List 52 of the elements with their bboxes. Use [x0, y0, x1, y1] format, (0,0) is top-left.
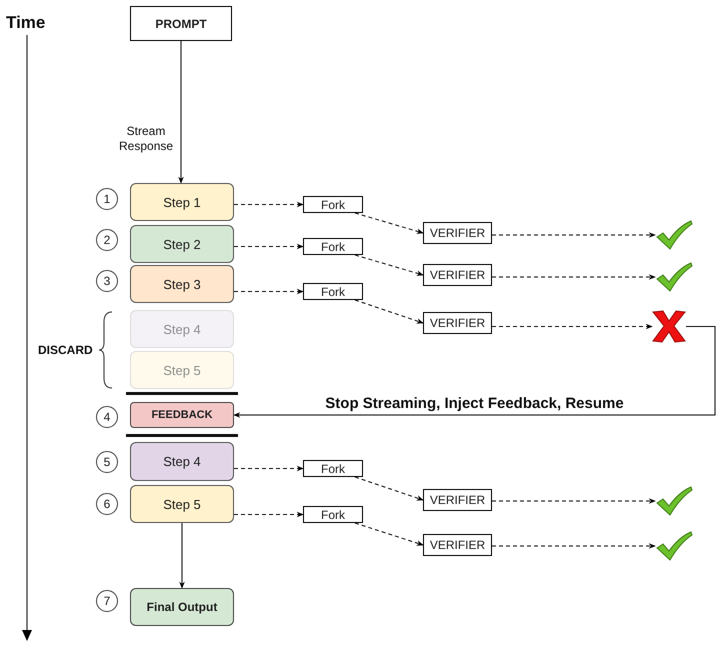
arrow — [233, 326, 716, 418]
step-number: 4 — [96, 406, 118, 428]
fork-box: Fork — [303, 460, 363, 477]
arrow — [178, 40, 184, 184]
arrow — [234, 288, 304, 294]
step-box: Step 4 — [130, 310, 234, 348]
prompt-box: PROMPT — [130, 6, 232, 41]
edge-label: Stop Streaming, Inject Feedback, Resume — [325, 395, 624, 414]
arrow — [354, 476, 424, 501]
step-number: 2 — [96, 229, 118, 251]
step-number: 5 — [96, 451, 118, 473]
arrow — [354, 212, 424, 234]
step-box: Step 2 — [130, 225, 234, 263]
arrow — [492, 232, 656, 238]
cross-icon — [652, 310, 686, 343]
arrow — [492, 324, 653, 330]
step-box: Step 5 — [130, 485, 234, 523]
arrow — [492, 498, 656, 504]
fork-box: Fork — [303, 238, 363, 255]
step-box: Step 4 — [130, 442, 234, 481]
fork-box: Fork — [303, 196, 363, 213]
arrow — [179, 522, 185, 589]
step-number: 3 — [96, 270, 118, 292]
check-icon — [655, 486, 693, 516]
verifier-box: VERIFIER — [423, 222, 492, 244]
arrow — [234, 244, 304, 250]
arrow — [234, 202, 304, 208]
step-box: Step 1 — [130, 183, 234, 221]
step-box: Step 5 — [130, 351, 234, 389]
check-icon — [655, 220, 693, 250]
verifier-box: VERIFIER — [423, 312, 492, 334]
edge-label: Stream Response — [119, 124, 173, 154]
verifier-box: VERIFIER — [423, 489, 492, 511]
step-number: 7 — [96, 590, 118, 612]
arrow — [354, 522, 424, 546]
step-box: Step 3 — [130, 265, 234, 303]
fork-box: Fork — [303, 506, 363, 523]
verifier-box: VERIFIER — [423, 534, 492, 556]
arrow — [354, 300, 424, 324]
output-box: Final Output — [130, 588, 234, 626]
fork-box: Fork — [303, 283, 363, 300]
arrow — [492, 274, 656, 280]
step-number: 6 — [96, 493, 118, 515]
step-number: 1 — [96, 188, 118, 210]
feedback-box: FEEDBACK — [130, 402, 234, 428]
verifier-box: VERIFIER — [423, 264, 492, 286]
check-icon — [655, 531, 693, 561]
check-icon — [655, 262, 693, 292]
arrow — [492, 543, 656, 549]
arrow — [354, 254, 424, 276]
arrow — [234, 512, 304, 518]
arrow — [234, 466, 304, 472]
